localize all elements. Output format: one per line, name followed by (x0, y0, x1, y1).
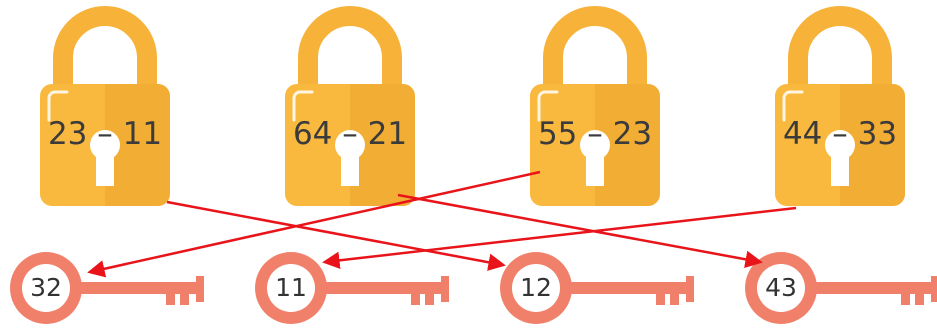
key-tooth (425, 292, 434, 305)
connection-arrow (87, 170, 541, 278)
key-tip (686, 276, 694, 302)
key-tip (931, 276, 937, 302)
key-icon (255, 252, 449, 324)
key-shaft (811, 282, 937, 294)
lock-body-shine (292, 90, 314, 122)
key-number-1: 32 (30, 273, 62, 302)
lock-shackle (543, 6, 647, 95)
keys (10, 252, 937, 324)
lock-shackle (53, 6, 157, 95)
lock-shackle (788, 6, 892, 95)
padlock-icon (40, 6, 170, 206)
key-ring-hole (267, 264, 315, 312)
key-tooth (166, 292, 175, 305)
connection-arrow (397, 193, 763, 268)
shackle-shine (563, 28, 585, 54)
key-ring-hole (22, 264, 70, 312)
key-icon (500, 252, 694, 324)
lock-expression-2: 64 – 21 (292, 116, 408, 152)
key-tooth (411, 292, 420, 305)
connection-arrow (322, 206, 797, 270)
key-tooth (656, 292, 665, 305)
key-ring-hole (757, 264, 805, 312)
key-tooth (915, 292, 924, 305)
key-tip (196, 276, 204, 302)
lock-body-shade (105, 84, 170, 206)
connection-arrow (166, 200, 506, 271)
lock-expression-3: 55 – 23 (537, 116, 653, 152)
key-shaft (76, 282, 202, 294)
lock-body-shade (840, 84, 905, 206)
key-shaft (321, 282, 447, 294)
key-icon (745, 252, 937, 324)
keyhole-slot (96, 150, 114, 186)
key-tooth (180, 292, 189, 305)
connection-arrows (87, 170, 797, 278)
lock-body-shine (537, 90, 559, 122)
key-icon (10, 252, 204, 324)
key-shaft (566, 282, 692, 294)
lock-expression-4: 44 – 33 (782, 116, 898, 152)
lock-body-shine (782, 90, 804, 122)
key-ring-hole (512, 264, 560, 312)
keyhole-slot (831, 150, 849, 186)
shackle-shine (318, 28, 340, 54)
key-tooth (670, 292, 679, 305)
lock-expression-1: 23 – 11 (47, 116, 163, 152)
key-number-4: 43 (765, 273, 797, 302)
key-tooth (901, 292, 910, 305)
keyhole-slot (586, 150, 604, 186)
padlock-icon (285, 6, 415, 206)
padlock-icon (530, 6, 660, 206)
lock-shackle (298, 6, 402, 95)
keyhole-slot (341, 150, 359, 186)
padlock-icon (775, 6, 905, 206)
key-number-3: 12 (520, 273, 552, 302)
lock-body-shine (47, 90, 69, 122)
locks (40, 6, 905, 206)
shackle-shine (808, 28, 830, 54)
key-tip (441, 276, 449, 302)
lock-body-shade (595, 84, 660, 206)
shackle-shine (73, 28, 95, 54)
key-number-2: 11 (275, 273, 307, 302)
lock-body-shade (350, 84, 415, 206)
